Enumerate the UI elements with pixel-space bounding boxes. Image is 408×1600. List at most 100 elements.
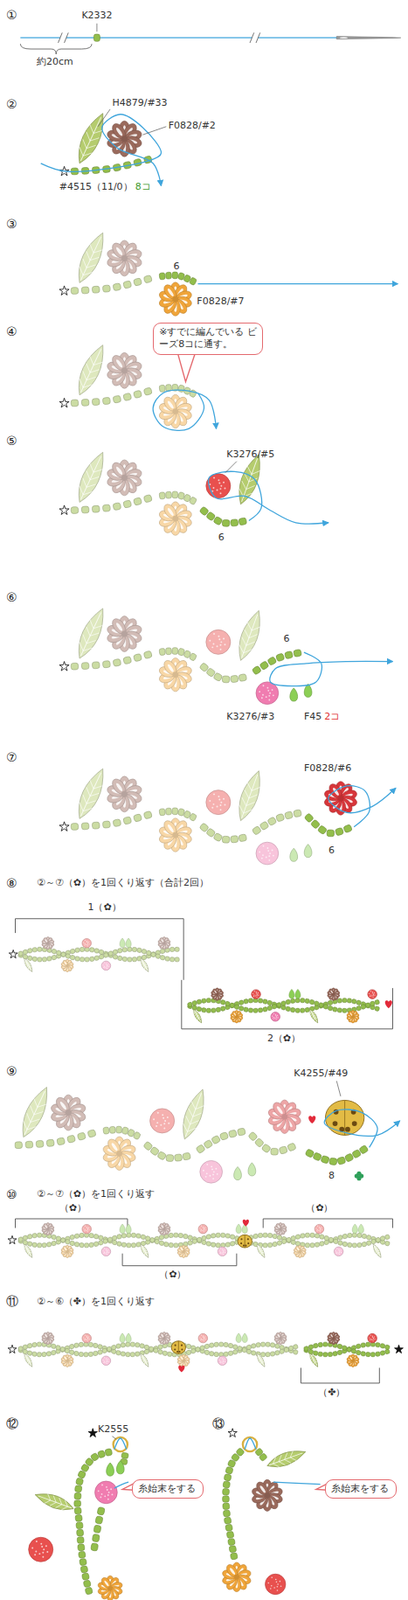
bead-texture [103,961,105,962]
flower-center [281,1113,288,1120]
seed-bead [121,1231,127,1238]
seed-bead [168,1231,173,1237]
petal [275,1222,282,1230]
seed-bead [208,1349,215,1356]
flower-center [121,474,128,481]
seed-bead [196,998,202,1004]
seed-bead [159,1239,165,1245]
bead-texture [272,693,275,696]
bead-texture [200,1338,201,1340]
bead-texture [102,963,104,965]
round-bead-body [101,1245,111,1256]
leaf-bead [71,110,111,167]
bead-texture [214,1167,217,1169]
flower-bead [61,1353,75,1366]
bead-texture [373,995,374,997]
round-bead [82,1332,92,1342]
bead-texture [373,1335,375,1337]
leaf-vein [143,1250,148,1254]
seed-bead [243,1006,249,1012]
seed-bead [255,1341,262,1347]
leaf-vein [236,804,252,816]
seed-bead [206,1233,212,1239]
beadwork [59,110,153,176]
seed-bead [213,515,223,526]
seed-bead [267,816,277,826]
petal-mark [44,1224,48,1228]
flower-bead [274,1330,288,1343]
flower-center [121,366,128,374]
seed-bead [74,1232,80,1238]
bead-texture [258,850,261,853]
drop-bead [290,687,298,701]
bead-texture [200,1334,202,1335]
seed-bead [230,518,239,526]
bead-texture [262,853,264,856]
seed-bead [70,662,79,670]
round-bead [82,938,92,948]
round-bead-body [82,1332,92,1342]
seed-bead [188,496,197,505]
seed-bead [251,664,262,675]
bead-texture [104,1361,106,1363]
bead-texture [220,491,222,494]
bead-texture [219,643,222,646]
seed-bead [337,1155,346,1165]
seed-bead [55,1343,61,1349]
seed-bead [123,280,132,289]
seed-bead [230,835,239,843]
round-bead-body [255,681,279,705]
bead-texture [106,967,108,969]
bead-texture [155,1124,158,1127]
bead-texture [370,989,372,991]
flower-center [172,670,179,678]
petal-mark [276,1333,280,1337]
seed-bead [309,998,315,1004]
seed-bead [312,1151,323,1161]
seed-bead [112,394,122,403]
seed-bead [375,1341,381,1347]
seed-bead [257,997,263,1003]
seed-bead [78,1350,83,1356]
bead-texture [212,486,215,489]
seed-bead [360,1002,367,1009]
seed-bead [93,1240,99,1246]
seed-bead [131,946,137,951]
seed-bead [149,1236,155,1242]
leaf-vein [80,477,97,491]
bead-texture [209,1174,212,1176]
bead-texture [222,481,225,484]
bead-texture [206,1162,208,1165]
thread [41,114,162,187]
leaf-vein [80,138,97,152]
beadwork [59,764,359,865]
bead-texture [104,1251,106,1253]
petal-mark [115,358,124,368]
leaf-bead [138,1242,151,1259]
seed-bead [365,1002,371,1008]
button-body [237,1233,252,1247]
button-spot [176,1349,179,1352]
seed-bead [18,1235,24,1241]
flower-center [121,629,128,637]
round-bead-body [367,1332,378,1342]
seed-bead [290,1234,297,1240]
bead-texture [106,964,108,966]
seed-bead [93,34,100,42]
seed-bead [88,1341,93,1346]
star-mark [7,1343,17,1352]
button-spot [332,1120,339,1126]
leaf-shape [71,764,111,822]
seed-bead [206,1239,212,1245]
seed-bead [287,1141,298,1151]
seed-bead [89,1231,94,1237]
seed-bead [98,953,104,959]
round-bead-body [101,960,111,970]
seed-bead [32,1241,38,1247]
bead-texture [152,1117,155,1120]
seed-bead [186,1001,193,1007]
seed-bead [253,1232,259,1238]
seed-bead [196,1005,202,1011]
leaf-vein [87,124,104,137]
